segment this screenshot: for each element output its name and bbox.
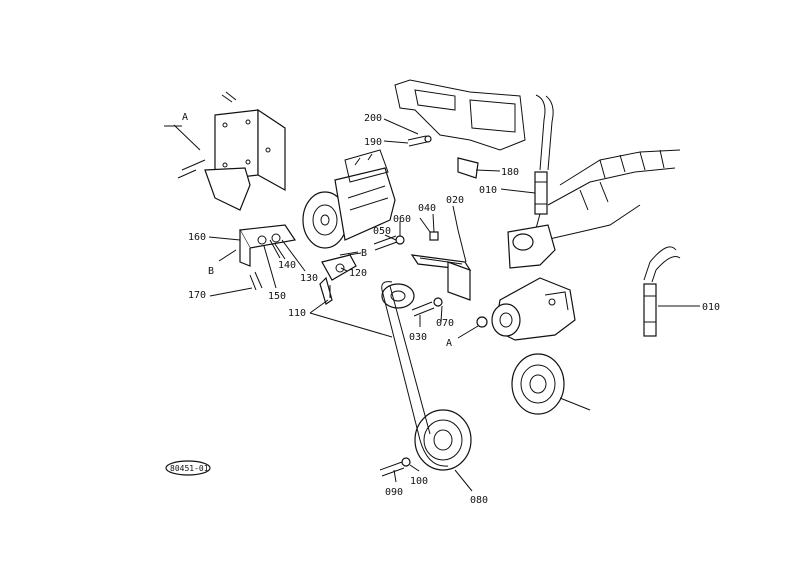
label-b-lower: B bbox=[208, 266, 214, 277]
label-130: 130 bbox=[300, 273, 318, 284]
label-140: 140 bbox=[278, 260, 296, 271]
mounting-bracket bbox=[177, 91, 286, 211]
label-110: 110 bbox=[288, 308, 306, 319]
label-090: 090 bbox=[385, 487, 403, 498]
tensioner-assembly bbox=[319, 251, 359, 305]
compressor bbox=[302, 149, 396, 249]
label-080: 080 bbox=[470, 495, 488, 506]
water-pump bbox=[491, 224, 576, 341]
label-050: 050 bbox=[373, 226, 391, 237]
idler-bracket bbox=[410, 229, 472, 301]
label-040: 040 bbox=[418, 203, 436, 214]
stamp-label: 80451-01 bbox=[170, 464, 209, 473]
label-190: 190 bbox=[364, 137, 382, 148]
label-020: 020 bbox=[446, 195, 464, 206]
label-010-upper: 010 bbox=[479, 185, 497, 196]
label-a-lower: A bbox=[446, 338, 452, 349]
part-labels: 200 190 180 010 010 020 040 060 050 160 … bbox=[170, 112, 720, 506]
crank-pulley bbox=[414, 409, 472, 471]
fasteners bbox=[373, 135, 488, 477]
label-100: 100 bbox=[410, 476, 428, 487]
label-150: 150 bbox=[268, 291, 286, 302]
label-060: 060 bbox=[393, 214, 411, 225]
fan-pulley bbox=[511, 353, 591, 415]
hose-upper bbox=[534, 94, 554, 233]
stamp bbox=[165, 460, 211, 476]
leader-lines bbox=[164, 118, 700, 492]
hose-lower bbox=[643, 246, 681, 337]
label-a-upper: A bbox=[182, 112, 188, 123]
label-030: 030 bbox=[409, 332, 427, 343]
label-070: 070 bbox=[436, 318, 454, 329]
label-160: 160 bbox=[188, 232, 206, 243]
label-170: 170 bbox=[188, 290, 206, 301]
label-200: 200 bbox=[364, 113, 382, 124]
label-120: 120 bbox=[349, 268, 367, 279]
drive-belt bbox=[381, 281, 449, 467]
idler-pulley bbox=[381, 283, 415, 309]
lower-bracket bbox=[239, 224, 297, 291]
label-b-upper: B bbox=[361, 248, 367, 259]
label-180: 180 bbox=[501, 167, 519, 178]
engine-block bbox=[394, 79, 681, 241]
label-010-lower: 010 bbox=[702, 302, 720, 313]
